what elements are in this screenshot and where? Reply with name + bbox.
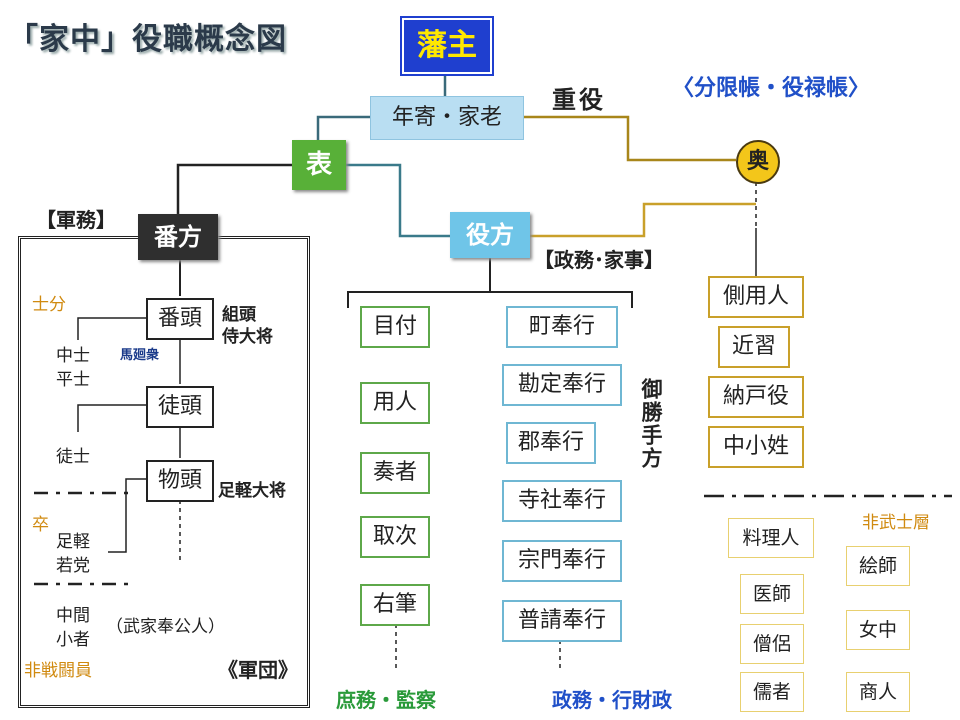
yakukata-node: 役方: [450, 212, 530, 258]
footer-left-label: 庶務・監察: [336, 688, 436, 712]
non-samurai-jochu: 女中: [846, 610, 910, 650]
member-kachi: 徒士: [56, 447, 90, 467]
admin-box-kanjo-bugyo: 勘定奉行: [502, 364, 622, 406]
non-samurai-soryo: 僧侶: [740, 624, 804, 664]
omote-node: 表: [292, 140, 346, 190]
military-frame-label: 《軍団》: [218, 658, 298, 682]
rank-shibun: 士分: [32, 295, 66, 315]
monogashira-box: 物頭: [146, 460, 214, 502]
oku-box-nando: 納戸役: [708, 376, 804, 418]
admin-box-shumon-bugyo: 宗門奉行: [502, 540, 622, 582]
member-ashigaru: 足軽 若党: [56, 532, 90, 576]
kumigashira-note: 組頭 侍大将: [222, 305, 273, 347]
member-chushi: 中士 平士: [56, 346, 90, 390]
admin-box-yonin: 用人: [360, 382, 430, 424]
heavy-roles-label: 重役: [552, 86, 606, 114]
member-chugen: 中間 小者: [56, 606, 90, 650]
registers-label: 〈分限帳・役禄帳〉: [672, 76, 871, 101]
non-samurai-ryorinin: 料理人: [728, 518, 814, 558]
elders-node: 年寄・家老: [370, 96, 524, 140]
oku-box-sobayonin: 側用人: [708, 276, 804, 318]
admin-box-yuhitsu: 右筆: [360, 584, 430, 626]
non-samurai-label: 非武士層: [862, 513, 930, 533]
rank-nonfighting: 非戦闘員: [24, 661, 92, 681]
page-title: 「家中」役職概念図: [8, 22, 287, 57]
admin-box-jisha-bugyo: 寺社奉行: [502, 480, 622, 522]
bangashira-box: 番頭: [146, 298, 214, 340]
admin-box-fushin-bugyo: 普請奉行: [502, 600, 622, 642]
lord-node: 藩主: [402, 18, 492, 74]
servants-note: （武家奉公人）: [106, 617, 225, 637]
admin-box-toritsugi: 取次: [360, 516, 430, 558]
kachigashira-box: 徒頭: [146, 386, 214, 428]
admin-box-machi-bugyo: 町奉行: [506, 306, 618, 348]
non-samurai-shonin: 商人: [846, 672, 910, 712]
oku-box-kinju: 近習: [718, 326, 790, 368]
non-samurai-ishi: 医師: [740, 574, 804, 614]
oku-box-chukosho: 中小姓: [708, 426, 804, 468]
bankata-node: 番方: [138, 214, 218, 260]
rank-sotsu: 卒: [32, 515, 49, 535]
admin-box-sosha: 奏者: [360, 452, 430, 494]
admin-section-label: 【政務･家事】: [534, 248, 664, 272]
oku-node: 奥: [736, 140, 780, 184]
admin-box-kori-bugyo: 郡奉行: [506, 422, 596, 464]
non-samurai-jusha: 儒者: [740, 672, 804, 712]
footer-right-label: 政務・行財政: [552, 688, 672, 712]
admin-box-metsuke: 目付: [360, 306, 430, 348]
non-samurai-eshi: 絵師: [846, 546, 910, 586]
military-section-label: 【軍務】: [36, 208, 116, 232]
ashigaru-taisho-note: 足軽大将: [218, 481, 286, 501]
umamawari-label: 馬廻衆: [120, 348, 160, 363]
okatte-kata-label: 御勝手方: [639, 378, 663, 470]
